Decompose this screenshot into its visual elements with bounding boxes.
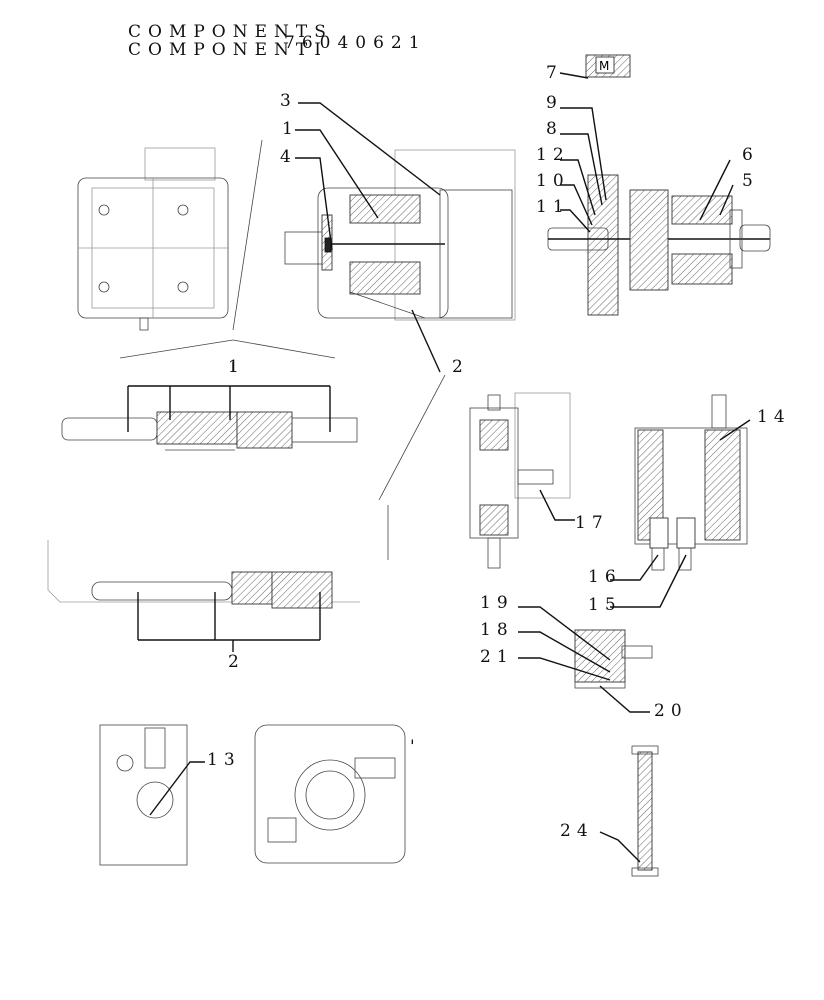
shaft-assembly-view: M	[547, 54, 771, 316]
callout-24: 24	[560, 821, 594, 841]
callout-19: 19	[480, 593, 514, 613]
leader-lines	[149, 72, 751, 863]
tick-mark: '	[410, 737, 421, 757]
callout-5: 5	[742, 171, 759, 191]
valve-block-14-15-16	[634, 394, 748, 571]
detail-view-2	[47, 374, 446, 652]
callout-7: 7	[546, 63, 563, 83]
bottom-left-view	[99, 724, 406, 866]
callout-18: 18	[480, 620, 514, 640]
pump-end-view	[77, 147, 229, 331]
callout-8: 8	[546, 119, 563, 139]
callout-1-detail: 1	[228, 357, 245, 377]
callout-2-detail: 2	[228, 652, 245, 672]
callout-14: 14	[757, 407, 791, 427]
callout-9: 9	[546, 93, 563, 113]
callout-6: 6	[742, 145, 759, 165]
pump-section-view	[284, 149, 516, 321]
callout-16: 16	[588, 567, 622, 587]
callout-13: 13	[207, 750, 241, 770]
valve-block-17	[469, 392, 571, 569]
callout-2-top: 2	[452, 357, 469, 377]
callout-1-top: 1	[282, 119, 299, 139]
callout-3: 3	[280, 91, 297, 111]
title-components: COMPONENTS	[128, 22, 333, 42]
callout-11: 11	[536, 197, 570, 217]
m-marker: M	[599, 59, 609, 73]
detail-view-1	[61, 139, 358, 451]
callout-15: 15	[588, 595, 622, 615]
part-number: 76040621	[284, 33, 427, 53]
callout-12: 12	[536, 145, 570, 165]
callout-20: 20	[654, 701, 688, 721]
callout-17: 17	[575, 513, 609, 533]
callout-21: 21	[480, 647, 514, 667]
callout-4: 4	[280, 147, 297, 167]
plate-24	[631, 745, 659, 877]
title-componenti: COMPONENTI	[128, 40, 328, 60]
callout-numbers: 3 1 4 2 1 2 7 9 8 12 10 11 6 5 14 17 16 …	[207, 63, 791, 841]
callout-10: 10	[536, 171, 570, 191]
